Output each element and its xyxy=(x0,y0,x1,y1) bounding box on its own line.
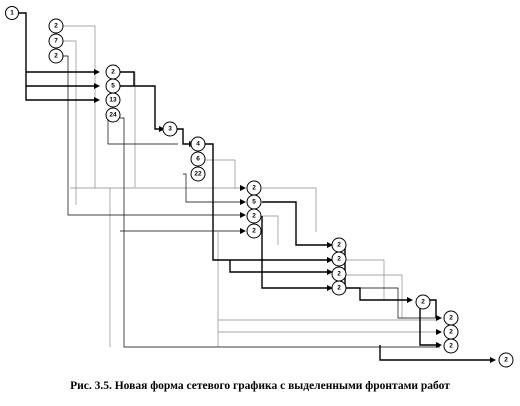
node-g2-0: 2 xyxy=(105,64,121,80)
node-g8-1: 2 xyxy=(443,324,459,340)
node-g1-2: 2 xyxy=(48,48,64,64)
svg-text:13: 13 xyxy=(109,97,117,104)
node-g3: 3 xyxy=(162,121,178,137)
svg-text:2: 2 xyxy=(449,329,453,336)
svg-text:5: 5 xyxy=(111,83,115,90)
svg-text:2: 2 xyxy=(421,299,425,306)
node-g1-0: 2 xyxy=(48,18,64,34)
svg-text:2: 2 xyxy=(337,271,341,278)
network-diagram: 1 2 7 2 2 5 13 24 3 4 6 22 2 5 2 2 2 2 2… xyxy=(5,6,514,368)
svg-text:2: 2 xyxy=(252,185,256,192)
node-start: 1 xyxy=(5,6,19,20)
svg-text:2: 2 xyxy=(252,228,256,235)
node-g4-1: 6 xyxy=(190,151,206,167)
svg-text:2: 2 xyxy=(504,357,508,364)
svg-text:2: 2 xyxy=(449,315,453,322)
svg-text:5: 5 xyxy=(252,199,256,206)
node-g6-0: 2 xyxy=(331,237,347,253)
svg-text:7: 7 xyxy=(54,38,58,45)
node-g7: 2 xyxy=(415,294,431,310)
node-g8-2: 2 xyxy=(443,338,459,354)
arrowheads xyxy=(94,69,496,363)
svg-text:2: 2 xyxy=(449,343,453,350)
node-g2-3: 24 xyxy=(105,107,121,123)
svg-text:6: 6 xyxy=(196,156,200,163)
node-g4-2: 22 xyxy=(190,166,206,182)
figure-caption: Рис. 3.5. Новая форма сетевого графика с… xyxy=(70,380,450,392)
node-g5-0: 2 xyxy=(246,180,262,196)
svg-text:4: 4 xyxy=(196,141,200,148)
node-g8-0: 2 xyxy=(443,310,459,326)
node-g1-1: 7 xyxy=(48,33,64,49)
svg-text:22: 22 xyxy=(194,171,202,178)
svg-text:2: 2 xyxy=(337,242,341,249)
svg-text:3: 3 xyxy=(168,126,172,133)
node-g6-2: 2 xyxy=(331,266,347,282)
node-g2-2: 13 xyxy=(105,92,121,108)
node-g2-1: 5 xyxy=(105,78,121,94)
svg-text:2: 2 xyxy=(54,23,58,30)
node-end: 2 xyxy=(498,352,514,368)
diagram-nodes: 1 2 7 2 2 5 13 24 3 4 6 22 2 5 2 2 2 2 2… xyxy=(5,6,514,368)
svg-text:2: 2 xyxy=(111,69,115,76)
svg-text:2: 2 xyxy=(54,53,58,60)
node-g4-0: 4 xyxy=(190,136,206,152)
svg-text:2: 2 xyxy=(252,213,256,220)
svg-text:1: 1 xyxy=(10,10,14,17)
svg-text:2: 2 xyxy=(337,285,341,292)
svg-text:2: 2 xyxy=(337,256,341,263)
node-g5-1: 5 xyxy=(246,194,262,210)
node-g6-3: 2 xyxy=(331,280,347,296)
node-g5-2: 2 xyxy=(246,208,262,224)
node-g5-3: 2 xyxy=(246,223,262,239)
node-g6-1: 2 xyxy=(331,251,347,267)
diagram-edges xyxy=(19,12,490,361)
svg-text:24: 24 xyxy=(109,112,117,119)
